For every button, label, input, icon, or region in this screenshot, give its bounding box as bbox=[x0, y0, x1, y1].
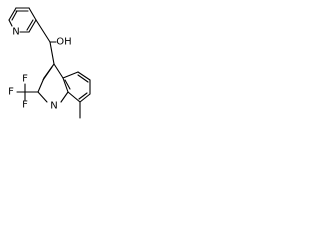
trifluoromethyl-group bbox=[16, 83, 39, 101]
quinoline-nitrogen-label: N bbox=[50, 101, 57, 112]
carbinol-linker bbox=[35, 19, 57, 65]
fluorine-left-label: F bbox=[8, 87, 14, 98]
bond bbox=[64, 79, 71, 90]
fluorine-upper-label: F bbox=[22, 74, 28, 85]
bond bbox=[78, 92, 88, 100]
bond bbox=[37, 77, 45, 93]
hydroxyl-label: OH bbox=[56, 37, 71, 48]
pyridine-ring bbox=[8, 7, 37, 33]
bond bbox=[79, 93, 91, 103]
bond bbox=[37, 91, 48, 103]
bond bbox=[62, 71, 79, 79]
pyridine-nitrogen-label: N bbox=[12, 27, 19, 38]
bond bbox=[35, 19, 51, 43]
bond bbox=[26, 19, 34, 31]
atom-labels: N OH N F F F bbox=[8, 27, 72, 112]
bond bbox=[77, 71, 91, 81]
bond bbox=[8, 7, 17, 21]
bond bbox=[8, 19, 13, 27]
bond bbox=[11, 10, 18, 21]
bond bbox=[49, 41, 55, 65]
chemical-structure-diagram: N OH N F F F bbox=[8, 7, 91, 119]
quinoline-rings bbox=[37, 63, 91, 119]
bond bbox=[28, 7, 37, 21]
bond bbox=[67, 91, 81, 103]
fluorine-lower-label: F bbox=[22, 100, 28, 111]
bond bbox=[28, 19, 37, 33]
bond bbox=[77, 74, 89, 83]
bond bbox=[53, 63, 64, 79]
bond bbox=[60, 91, 69, 103]
bond bbox=[62, 77, 69, 93]
